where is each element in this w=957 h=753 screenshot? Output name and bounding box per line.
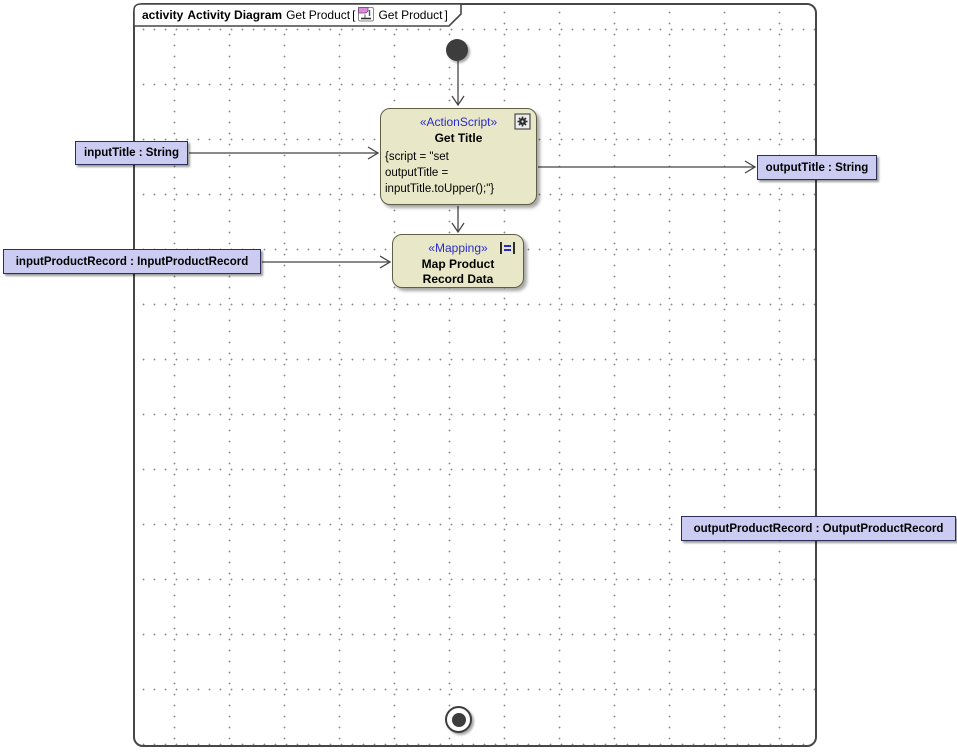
initial-node[interactable] [446, 39, 468, 61]
edge-get-title-to-output-title[interactable] [538, 160, 757, 174]
edge-initial-to-get-title[interactable] [451, 61, 465, 107]
get-title-name: Get Title [434, 131, 483, 145]
param-output-product-record[interactable]: outputProductRecord : OutputProductRecor… [681, 516, 956, 541]
get-title-script: {script = "set outputTitle = inputTitle.… [385, 151, 495, 195]
header-diagram-name: Get Product [286, 7, 351, 22]
edge-input-title-to-get-title[interactable] [189, 146, 380, 160]
action-get-title[interactable]: «ActionScript» Get Title {script = "set [380, 108, 537, 205]
header-type-label: Activity Diagram [187, 7, 283, 22]
param-output-title-label: outputTitle : String [765, 161, 869, 174]
edge-input-product-record-to-map-product[interactable] [262, 255, 392, 269]
map-product-name-line1: Map Product [421, 257, 495, 271]
param-output-product-record-label: outputProductRecord : OutputProductRecor… [693, 522, 944, 535]
param-input-title-label: inputTitle : String [84, 147, 179, 159]
header-close-bracket: ] [444, 7, 448, 22]
map-product-name-line2: Record Data [422, 272, 494, 286]
frame-header-shape[interactable] [133, 3, 463, 27]
map-product-stereotype: «Mapping» [428, 241, 488, 255]
edge-get-title-to-map-product[interactable] [451, 206, 465, 234]
activity-diagram-icon [358, 7, 375, 22]
activity-final-node[interactable] [445, 706, 472, 733]
get-title-stereotype: «ActionScript» [419, 115, 498, 129]
header-keyword: activity [142, 7, 184, 22]
activity-final-node-dot [451, 712, 466, 727]
header-context-name: Get Product [378, 7, 443, 22]
gear-icon [514, 113, 531, 135]
frame-header[interactable]: activity Activity Diagram Get Product [ … [142, 6, 452, 23]
action-map-product[interactable]: «Mapping» Map Product Record Data [392, 234, 524, 288]
header-open-bracket: [ [352, 7, 356, 22]
param-output-title[interactable]: outputTitle : String [757, 155, 877, 180]
param-input-product-record-label: inputProductRecord : InputProductRecord [15, 255, 249, 268]
param-input-product-record[interactable]: inputProductRecord : InputProductRecord [3, 249, 261, 274]
param-input-title[interactable]: inputTitle : String [75, 141, 188, 165]
mapping-icon [499, 241, 516, 260]
